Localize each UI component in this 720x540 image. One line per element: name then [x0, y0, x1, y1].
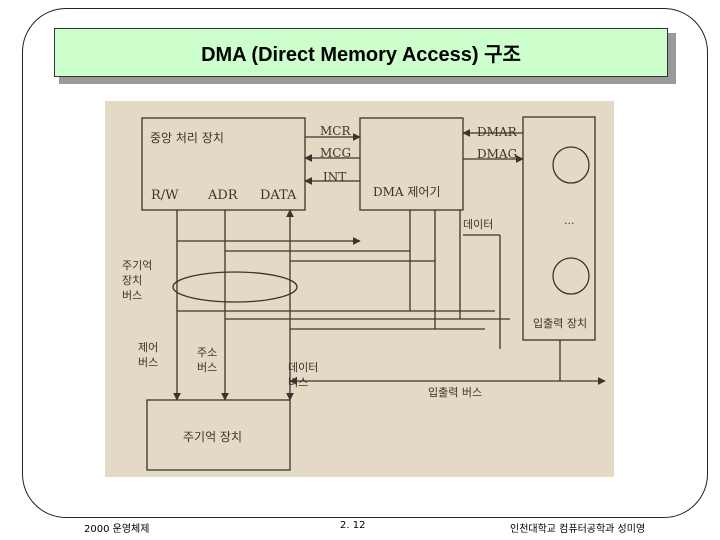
highlight-ellipse [172, 271, 298, 303]
addr-bus-label-2: 버스 [197, 361, 217, 374]
int-label: INT [323, 170, 346, 184]
adr-label: ADR [207, 188, 239, 203]
cpu-label: 중앙 처리 장치 [150, 131, 224, 145]
title-banner: DMA (Direct Memory Access) 구조 [54, 28, 668, 77]
dmag-label: DMAG [477, 147, 517, 161]
io-device-label: 입출력 장치 [533, 317, 587, 330]
data-label: DATA [260, 188, 297, 203]
slide-frame [22, 8, 708, 518]
ctrl-bus-label-2: 버스 [138, 356, 158, 369]
mcg-label: MCG [320, 146, 351, 160]
io-ellipsis: ... [564, 214, 575, 227]
footer-author: 인천대학교 컴퓨터공학과 성미영 [510, 524, 646, 535]
slide-title: DMA (Direct Memory Access) 구조 [201, 44, 521, 66]
footer-page-number: 2. 12 [340, 520, 366, 531]
mcr-label: MCR [320, 124, 351, 138]
io-device-box [522, 116, 596, 341]
dma-diagram: 중앙 처리 장치 R/W ADR DATA MCR MCG INT DMA 제어… [122, 116, 606, 471]
mem-bus-label-3: 버스 [122, 289, 142, 302]
dma-diagram-figure: 중앙 처리 장치 R/W ADR DATA MCR MCG INT DMA 제어… [105, 101, 614, 477]
mem-bus-label-1: 주기억 [122, 259, 152, 272]
ctrl-bus-label-1: 제어 [138, 341, 158, 354]
data-line-label: 데이터 [463, 218, 493, 231]
data-bus-label-1: 데이터 [288, 361, 318, 374]
cpu-box [141, 117, 306, 211]
dma-controller-label: DMA 제어기 [373, 185, 441, 199]
data-bus-label-2: 버스 [288, 376, 308, 389]
main-memory-box [146, 399, 291, 471]
dmar-label: DMAR [477, 125, 518, 139]
io-bus-label: 입출력 버스 [428, 386, 482, 399]
dma-controller-box [359, 117, 464, 211]
mem-bus-label-2: 장치 [122, 274, 142, 287]
io-disk-circle-1 [552, 146, 590, 184]
rw-label: R/W [151, 188, 179, 203]
addr-bus-label-1: 주소 [197, 346, 217, 359]
main-memory-label: 주기억 장치 [183, 430, 242, 444]
footer-course: 2000 운영체제 [84, 524, 150, 535]
io-disk-circle-2 [552, 257, 590, 295]
